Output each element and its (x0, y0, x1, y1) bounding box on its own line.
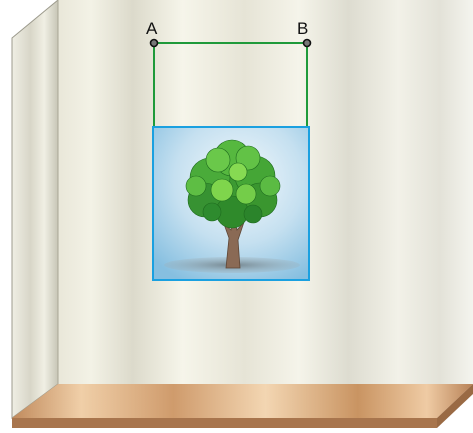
floor-front-face (12, 418, 437, 428)
hanging-wire (153, 42, 308, 127)
floor-top-face (12, 384, 473, 418)
label-point-b: B (297, 19, 308, 38)
tree-icon (164, 139, 300, 273)
wall-side-face (11, 0, 59, 419)
floor-side-face (437, 384, 473, 428)
nail-icon (149, 38, 159, 48)
label-point-a: A (146, 19, 158, 38)
nail-icon (302, 38, 312, 48)
